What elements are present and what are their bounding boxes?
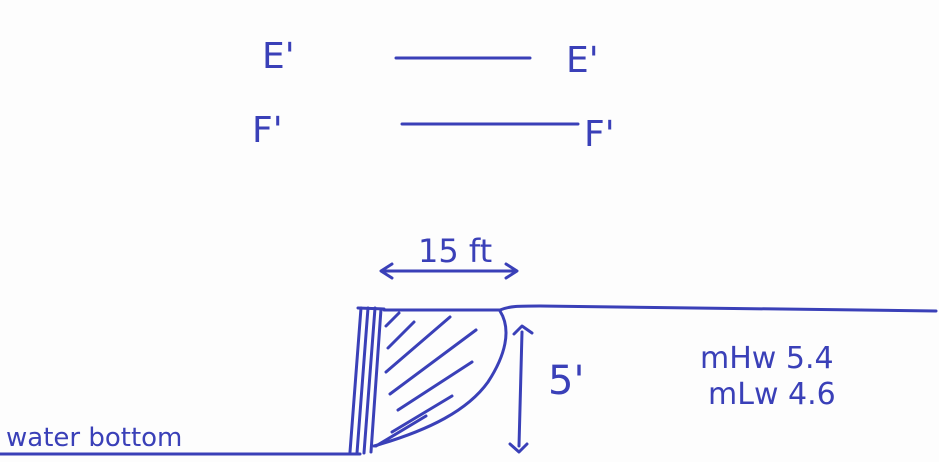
section-label-e-right: E' — [566, 40, 599, 81]
section-label-e-left: E' — [262, 36, 295, 77]
height-dimension-arrow — [508, 324, 534, 454]
bulkhead-wall — [348, 306, 386, 455]
height-dimension-label: 5' — [548, 358, 584, 404]
ground-line — [498, 304, 938, 313]
width-dimension-arrow — [379, 262, 519, 280]
water-bottom-label: water bottom — [6, 423, 182, 453]
mean-low-water-label: mLw 4.6 — [708, 377, 836, 412]
backfill-wedge — [372, 308, 508, 448]
width-dimension-label: 15 ft — [418, 232, 492, 270]
section-label-f-left: F' — [252, 110, 283, 151]
mean-high-water-label: mHw 5.4 — [700, 341, 834, 376]
section-label-f-right: F' — [584, 114, 615, 155]
